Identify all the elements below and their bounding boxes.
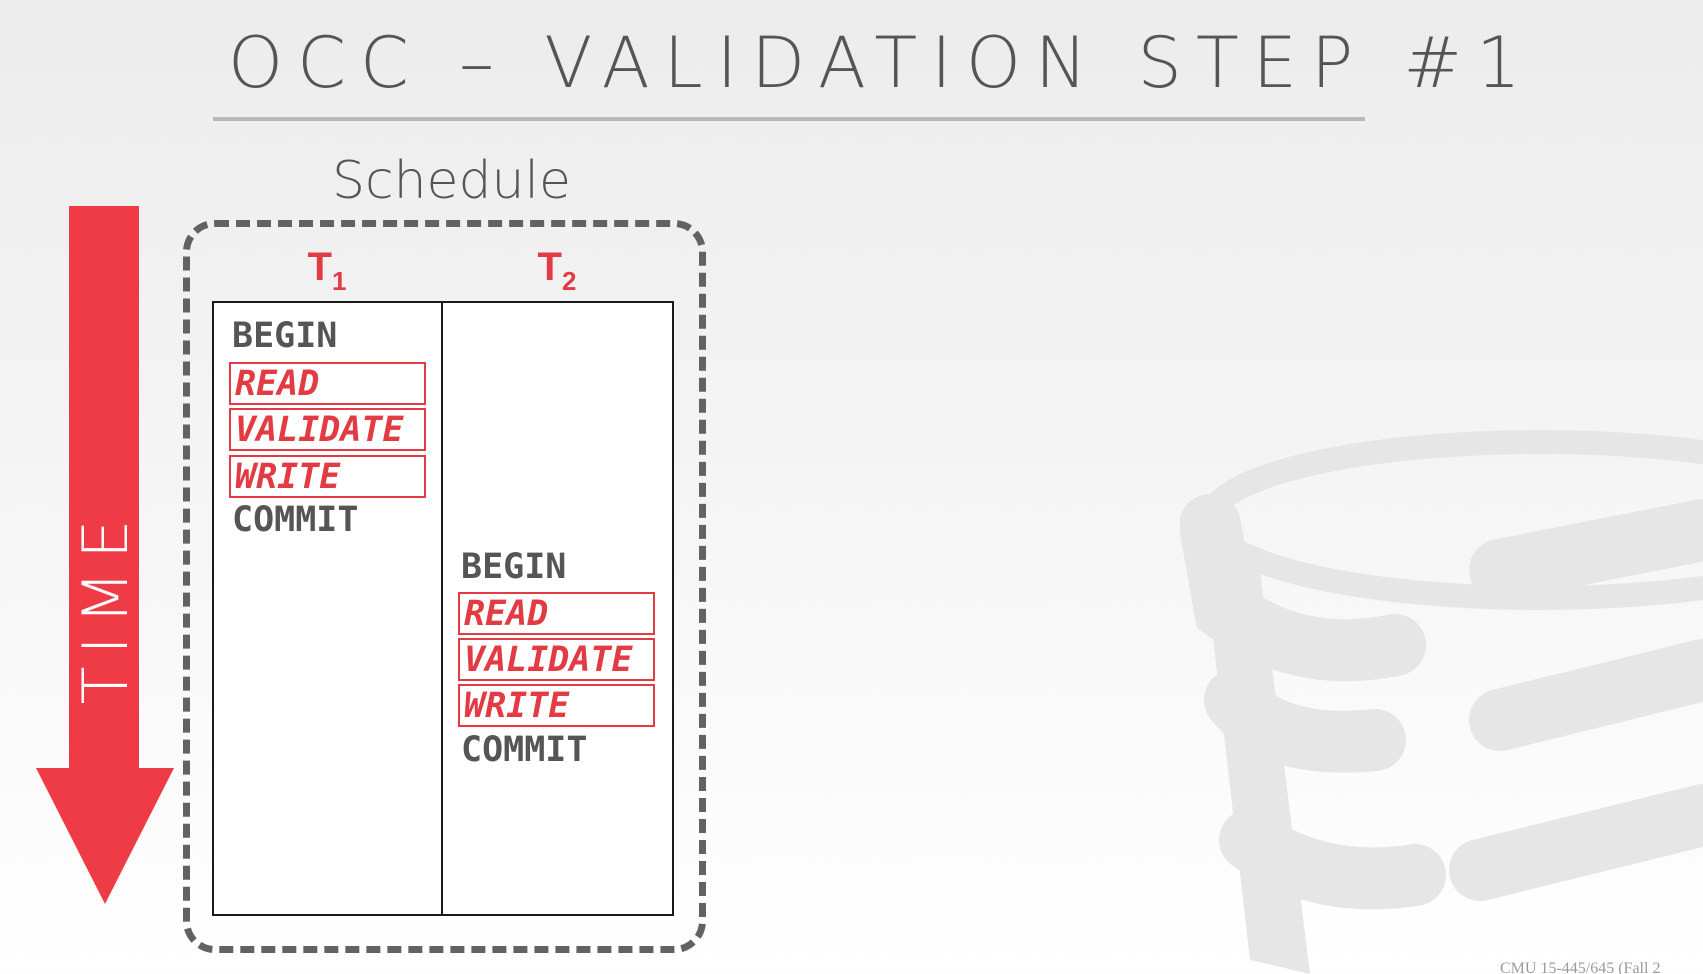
footer-course-label: CMU 15-445/645 (Fall 2 — [1500, 960, 1661, 974]
slide-title: OCC – VALIDATION STEP #1 — [228, 22, 1535, 104]
transaction-subscript: 1 — [331, 266, 347, 296]
transaction-name: T — [537, 245, 562, 289]
op-commit: COMMIT — [232, 500, 359, 540]
transaction-header-t2: T2 — [502, 242, 612, 294]
op-read: READ — [458, 592, 655, 635]
op-commit: COMMIT — [461, 730, 588, 770]
op-validate: VALIDATE — [458, 638, 655, 681]
down-arrow-icon — [36, 206, 174, 904]
time-label-text: TIME — [69, 508, 142, 705]
op-write: WRITE — [458, 684, 655, 727]
op-begin: BEGIN — [461, 547, 567, 587]
op-read: READ — [229, 362, 426, 405]
transaction-column-t2: BEGIN READ VALIDATE WRITE COMMIT — [441, 301, 674, 916]
transaction-column-t1: BEGIN READ VALIDATE WRITE COMMIT — [212, 301, 443, 916]
transaction-name: T — [307, 245, 332, 289]
schedule-label: Schedule — [332, 151, 571, 211]
op-begin: BEGIN — [232, 316, 338, 356]
transaction-subscript: 2 — [561, 266, 577, 296]
time-axis-label: TIME — [69, 508, 142, 705]
database-logo-icon — [1180, 430, 1703, 974]
schedule-frame — [183, 220, 706, 953]
title-divider — [213, 117, 1365, 121]
transaction-header-t1: T1 — [272, 242, 382, 294]
op-validate: VALIDATE — [229, 408, 426, 451]
op-write: WRITE — [229, 455, 426, 498]
